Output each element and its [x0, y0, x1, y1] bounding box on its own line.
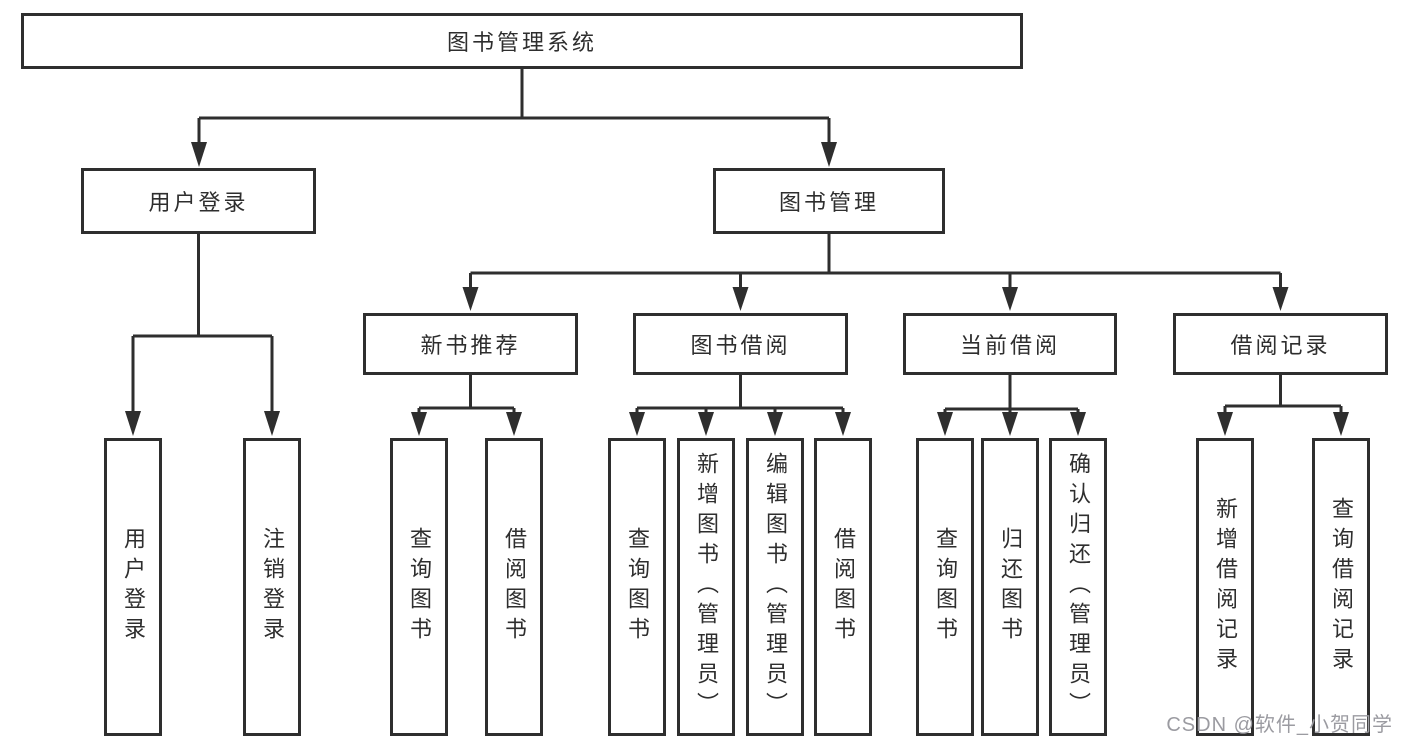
node-book-borrow: 图书借阅 — [633, 313, 848, 375]
leaf-edit-book-admin: 编辑图书（管理员） — [746, 438, 804, 736]
leaf-add-borrow-record: 新增借阅记录 — [1196, 438, 1254, 736]
leaf-return-book: 归还图书 — [981, 438, 1039, 736]
leaf-borrow-book-recommend: 借阅图书 — [485, 438, 543, 736]
node-user-login: 用户登录 — [81, 168, 316, 234]
node-borrow-records: 借阅记录 — [1173, 313, 1388, 375]
leaf-query-book-recommend: 查询图书 — [390, 438, 448, 736]
leaf-confirm-return-admin: 确认归还（管理员） — [1049, 438, 1107, 736]
node-book-management: 图书管理 — [713, 168, 945, 234]
arrowheads — [125, 142, 1349, 436]
node-root-system: 图书管理系统 — [21, 13, 1023, 69]
leaf-add-book-admin: 新增图书（管理员） — [677, 438, 735, 736]
leaf-query-borrow-record: 查询借阅记录 — [1312, 438, 1370, 736]
leaf-borrow-book: 借阅图书 — [814, 438, 872, 736]
leaf-query-book-current: 查询图书 — [916, 438, 974, 736]
leaf-query-book-borrow: 查询图书 — [608, 438, 666, 736]
node-current-borrow: 当前借阅 — [903, 313, 1117, 375]
leaf-user-login: 用户登录 — [104, 438, 162, 736]
node-new-book-recommend: 新书推荐 — [363, 313, 578, 375]
csdn-watermark: CSDN @软件_小贺同学 — [1166, 714, 1393, 736]
leaf-logout: 注销登录 — [243, 438, 301, 736]
